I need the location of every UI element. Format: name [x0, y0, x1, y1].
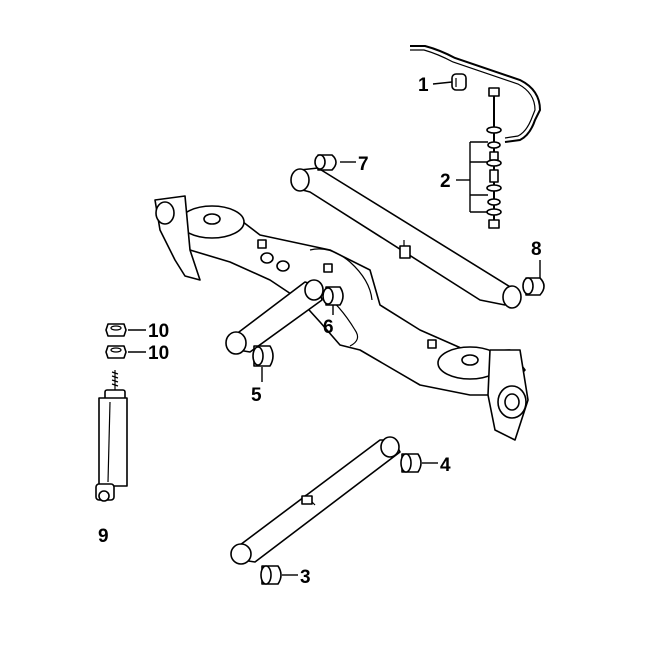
bushing-part-3 [260, 565, 282, 585]
stabilizer-link-part-2 [486, 87, 502, 229]
bushing-part-7 [314, 154, 337, 171]
callout-10-upper: 10 [148, 321, 169, 342]
stabilizer-bar [410, 45, 542, 143]
callout-10-lower: 10 [148, 343, 169, 364]
shock-absorber-part-9 [95, 370, 128, 502]
nut-part-10-upper [105, 323, 127, 337]
bushing-part-8 [522, 277, 545, 296]
upper-lateral-arm [290, 167, 522, 309]
callout-6: 6 [323, 317, 334, 338]
callout-9: 9 [98, 526, 109, 547]
bushing-part-5 [252, 345, 274, 367]
leader-bracket-2 [456, 141, 488, 213]
stabilizer-bushing-part-1 [451, 73, 467, 91]
callout-5: 5 [251, 385, 262, 406]
bushing-part-6 [322, 286, 344, 306]
callout-1: 1 [418, 75, 429, 96]
callout-8: 8 [531, 239, 542, 260]
bushing-part-4 [400, 453, 422, 473]
rear-axle-housing [154, 195, 529, 441]
upper-trailing-arm [225, 279, 324, 355]
callout-4: 4 [440, 455, 451, 476]
leader-line-1 [432, 81, 453, 85]
nut-part-10-lower [105, 345, 127, 359]
lower-trailing-arm [230, 436, 401, 565]
callout-3: 3 [300, 567, 311, 588]
callout-2: 2 [440, 171, 451, 192]
callout-7: 7 [358, 154, 369, 175]
